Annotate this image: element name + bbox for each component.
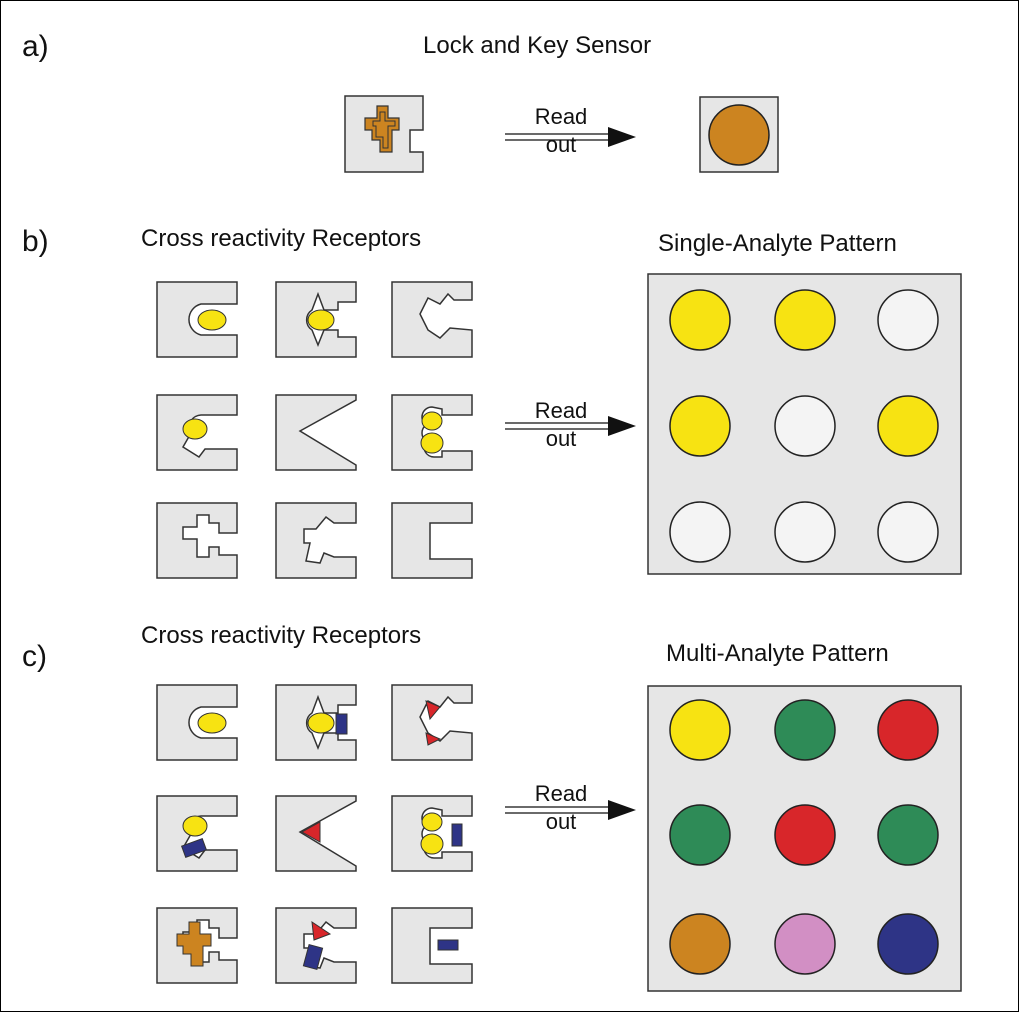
yellow-analyte (182, 815, 208, 837)
panel-c-dot-2-1-green (669, 804, 731, 866)
yellow-analyte (420, 432, 444, 454)
panel-b-dot-2-1-yellow (669, 395, 731, 457)
panel-a-arrow-line1: Read (534, 104, 588, 129)
panel-b-readout-arrow (505, 416, 636, 436)
navy-analyte (437, 939, 459, 951)
panel-b-dot-3-1-empty (669, 501, 731, 563)
orange-analyte (176, 921, 212, 967)
panel-c-receptor-2-1 (156, 795, 238, 872)
panel-a-title: Lock and Key Sensor (423, 32, 652, 59)
panel-b-dot-2-2-empty (774, 395, 836, 457)
yellow-analyte (307, 309, 335, 331)
panel-c-readout-arrow (505, 800, 636, 820)
panel-b-receptor-3-1 (156, 502, 238, 579)
panel-b-dot-1-3-empty (877, 289, 939, 351)
panel-c-dot-2-3-green (877, 804, 939, 866)
panel-c-receptor-2-2 (275, 795, 357, 872)
panel-b-dot-3-3-empty (877, 501, 939, 563)
panel-b-receptor-2-3 (391, 394, 473, 471)
yellow-analyte (421, 812, 443, 832)
panel-c-receptor-1-3 (391, 684, 473, 761)
panel-b-right-title: Single-Analyte Pattern (658, 230, 897, 257)
panel-c-receptor-3-1 (156, 907, 238, 984)
panel-c-arrow-line1: Read (534, 781, 588, 806)
panel-c-receptor-2-3 (391, 795, 473, 872)
panel-a-readout-arrow (505, 127, 636, 147)
panel-a-receptor (344, 95, 424, 173)
yellow-analyte (182, 418, 208, 440)
panel-b-receptor-1-3 (391, 281, 473, 358)
panel-b-receptor-2-2 (275, 394, 357, 471)
panel-b-dot-3-2-empty (774, 501, 836, 563)
yellow-analyte (420, 833, 444, 855)
panel-c-receptor-3-2 (275, 907, 357, 984)
lock-key-analyte (364, 105, 400, 153)
panel-c-pattern (647, 685, 962, 992)
panel-b-letter: b) (22, 225, 49, 258)
navy-analyte (335, 713, 348, 735)
panel-b-receptor-3-2 (275, 502, 357, 579)
panel-b-arrow-line1: Read (534, 398, 588, 423)
yellow-analyte (197, 309, 227, 331)
panel-b-receptor-1-1 (156, 281, 238, 358)
yellow-analyte (307, 712, 335, 734)
panel-b-left-title: Cross reactivity Receptors (141, 225, 422, 252)
panel-c-right-title: Multi-Analyte Pattern (666, 640, 889, 667)
navy-analyte (180, 837, 208, 859)
navy-analyte (451, 823, 463, 847)
panel-b-dot-2-3-yellow (877, 395, 939, 457)
panel-c-left-title: Cross reactivity Receptors (141, 622, 422, 649)
panel-a-arrow-label: Read out (516, 103, 606, 159)
panel-b-arrow-line2: out (545, 426, 577, 451)
panel-c-dot-1-1-yellow (669, 699, 731, 761)
result-dot-orange (708, 104, 770, 166)
panel-c-receptor-1-2 (275, 684, 357, 761)
yellow-analyte (421, 411, 443, 431)
panel-c-receptor-3-3 (391, 907, 473, 984)
panel-c-dot-1-2-green (774, 699, 836, 761)
panel-b-receptor-grid (156, 281, 473, 579)
panel-c-receptor-1-1 (156, 684, 238, 761)
panel-b-pattern (647, 273, 962, 575)
panel-c-receptor-grid (156, 684, 473, 984)
panel-b-receptor-3-3 (391, 502, 473, 579)
panel-c-dot-1-3-red (877, 699, 939, 761)
panel-c-arrow-label: Read out (516, 780, 606, 836)
panel-a-result (699, 96, 779, 173)
red-analyte (425, 700, 441, 721)
panel-b-receptor-2-1 (156, 394, 238, 471)
red-analyte (311, 920, 332, 941)
panel-c-dot-3-3-navy (877, 913, 939, 975)
panel-c-dot-3-2-pink (774, 913, 836, 975)
panel-a-arrow-line2: out (545, 132, 577, 157)
panel-c-letter: c) (22, 640, 47, 673)
panel-c-dot-2-2-red (774, 804, 836, 866)
panel-b-dot-1-2-yellow (774, 289, 836, 351)
panel-a-letter: a) (22, 30, 49, 63)
red-analyte (425, 732, 442, 746)
red-analyte (300, 821, 321, 843)
panel-b-dot-1-1-yellow (669, 289, 731, 351)
navy-analyte (302, 943, 324, 971)
panel-b-arrow-label: Read out (516, 397, 606, 453)
yellow-analyte (197, 712, 227, 734)
panel-c-dot-3-1-orange (669, 913, 731, 975)
panel-b-receptor-1-2 (275, 281, 357, 358)
